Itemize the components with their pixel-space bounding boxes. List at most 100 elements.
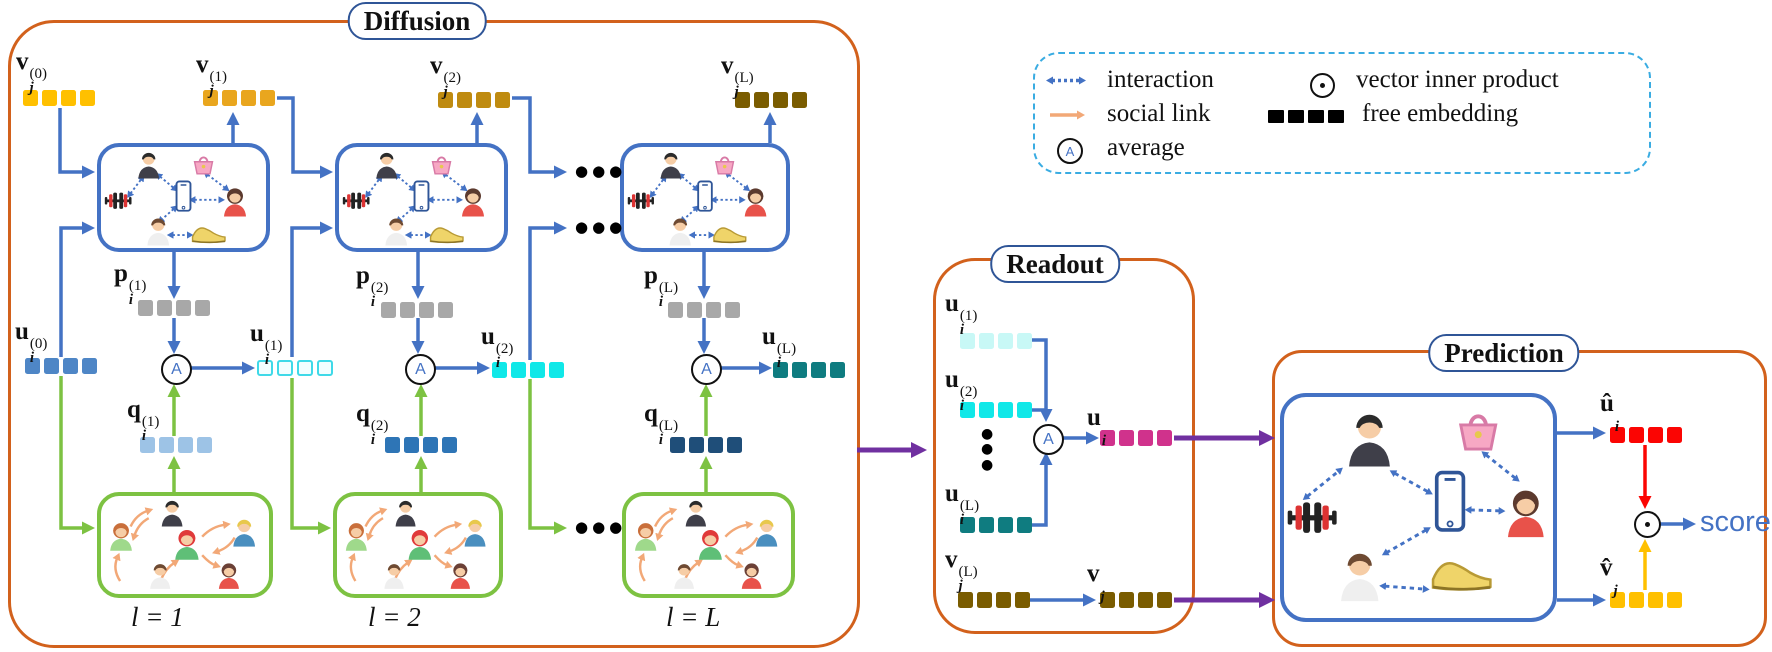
interaction-legend-icon	[1046, 76, 1086, 85]
square	[438, 302, 453, 318]
square	[1100, 592, 1115, 608]
square	[511, 362, 526, 378]
square	[689, 437, 704, 453]
embedding-u2	[492, 362, 564, 378]
legend-social-link-label: social link	[1107, 100, 1211, 127]
average-node-1: A	[161, 354, 192, 385]
square	[25, 358, 40, 374]
label-sub: j	[209, 83, 214, 100]
square	[260, 90, 275, 106]
label-scripts: (2)i	[959, 384, 978, 414]
label-scripts: (2)i	[495, 341, 514, 371]
woman-icon	[1507, 490, 1544, 538]
label-base: v	[16, 48, 29, 75]
label-sub: i	[959, 512, 965, 529]
square	[44, 358, 59, 374]
label-sup: (1)	[128, 278, 147, 294]
readout-label-u2: u(2)i	[945, 366, 977, 414]
square	[1288, 110, 1304, 123]
label-base: û	[1600, 390, 1614, 417]
label-sub: i	[370, 432, 376, 449]
label-base: u	[945, 366, 959, 393]
square	[297, 360, 313, 376]
label-pL: p(L)i	[644, 262, 678, 310]
label-base: v	[196, 51, 209, 78]
square	[960, 333, 975, 349]
embedding-q2	[385, 437, 457, 453]
label-base: v̂	[1600, 554, 1613, 581]
label-sup: (2)	[495, 341, 514, 357]
square	[735, 92, 750, 108]
phone-icon	[1434, 470, 1466, 532]
label-sub: i	[264, 352, 270, 369]
label-scripts: (L)j	[734, 70, 754, 101]
square	[706, 302, 721, 318]
label-q2: q(2)i	[356, 400, 388, 448]
label-scripts: (1)i	[264, 338, 283, 369]
square	[381, 302, 396, 318]
label-sub: j	[1100, 589, 1105, 605]
label-sup: (L)	[658, 418, 679, 434]
score-label: score	[1700, 506, 1771, 538]
label-p1: p(1)i	[114, 260, 146, 308]
prediction-label-v-hat: v̂j	[1600, 554, 1618, 599]
label-scripts: i	[1102, 433, 1106, 448]
label-base: p	[644, 262, 658, 289]
label-scripts: j	[1100, 589, 1105, 605]
label-sup: (2)	[370, 418, 389, 434]
label-scripts: (L)i	[658, 418, 679, 449]
square	[257, 360, 273, 376]
label-sub: i	[29, 350, 35, 367]
average-node-2: A	[405, 354, 436, 385]
square	[1610, 592, 1625, 608]
label-sub: i	[658, 432, 664, 449]
square	[1629, 427, 1644, 443]
square	[140, 437, 155, 453]
label-scripts: (1)j	[209, 69, 228, 100]
readout-embedding-uL	[960, 517, 1032, 533]
square	[457, 92, 472, 108]
square	[773, 92, 788, 108]
square	[1308, 110, 1324, 123]
embedding-u1	[257, 360, 333, 376]
label-u0: u(0)i	[15, 318, 47, 366]
square	[727, 437, 742, 453]
square	[960, 517, 975, 533]
square	[178, 437, 193, 453]
readout-label-vL: v(L)j	[945, 546, 978, 594]
label-sup: (L)	[959, 498, 980, 514]
square	[63, 358, 78, 374]
legend-inner-product-label: vector inner product	[1356, 66, 1559, 93]
label-sub: i	[370, 294, 376, 311]
label-sup: (2)	[370, 280, 389, 296]
readout-embedding-u1	[960, 333, 1032, 349]
label-vL: v(L)j	[721, 52, 754, 100]
embedding-qL	[670, 437, 742, 453]
square	[1268, 110, 1284, 123]
label-sub: j	[1613, 583, 1618, 599]
inner-product-icon	[1310, 73, 1335, 98]
label-scripts: (2)i	[370, 418, 389, 449]
label-p2: p(2)i	[356, 262, 388, 310]
square	[1017, 402, 1032, 418]
interaction-graph	[628, 153, 767, 246]
readout-label-u1: u(1)i	[945, 290, 977, 338]
label-base: p	[114, 260, 128, 287]
square	[670, 437, 685, 453]
square	[725, 302, 740, 318]
label-sub: i	[658, 294, 664, 311]
label-base: u	[15, 318, 29, 345]
label-sub: j	[734, 84, 739, 101]
square	[317, 360, 333, 376]
label-scripts: (1)i	[142, 414, 160, 444]
label-sup: (2)	[959, 384, 978, 400]
free-embedding-icon	[1268, 110, 1344, 123]
interaction-graph-box-2	[335, 143, 508, 252]
square	[792, 92, 807, 108]
label-sup: (0)	[29, 336, 48, 352]
square	[1648, 592, 1663, 608]
